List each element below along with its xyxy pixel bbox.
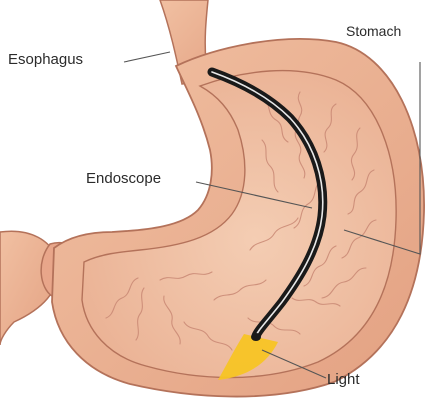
label-esophagus: Esophagus (8, 51, 83, 68)
stomach-lining (82, 71, 396, 378)
endoscope-tip (251, 333, 261, 341)
label-stomach: Stomach (346, 23, 401, 39)
label-endoscope: Endoscope (86, 170, 161, 187)
label-light: Light (327, 371, 360, 388)
